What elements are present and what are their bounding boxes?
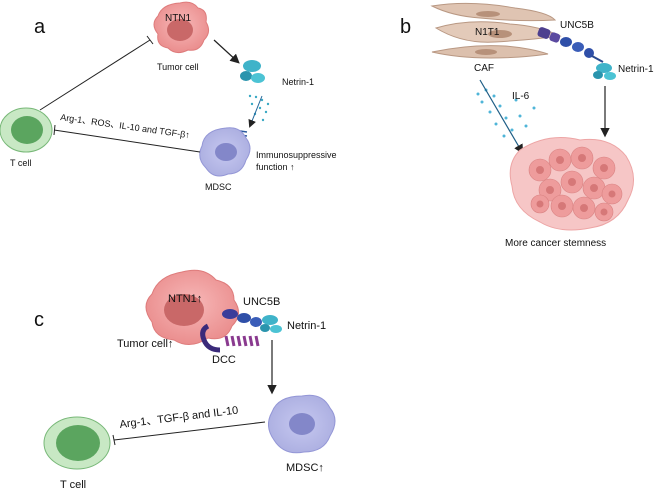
tumor-cell-label-a: Tumor cell [157, 62, 199, 72]
mdsc-c [268, 394, 336, 454]
netrin1-molecule-c [260, 315, 282, 333]
mdsc-label-a: MDSC [205, 182, 232, 192]
fibroblasts-b [430, 2, 562, 59]
netrin1-molecule-a [240, 60, 265, 83]
factors-label-a: Arg-1、ROS、IL-10 and TGF-β↑ [60, 112, 191, 140]
t-cell-label-a: T cell [10, 158, 31, 168]
dcc-receptor-c [200, 323, 260, 353]
netrin-dots-a [248, 94, 270, 122]
tumor-cell-label-c: Tumor cell↑ [117, 338, 173, 350]
inhibit-mdsc-to-tcell-a [53, 124, 201, 153]
il6-dots-b [476, 88, 536, 138]
netrin1-label-c: Netrin-1 [287, 320, 326, 332]
unc5b-label-b: UNC5B [560, 20, 594, 31]
panel-c-letter: c [34, 309, 44, 331]
t-cell-label-c: T cell [60, 479, 86, 491]
tumor-cell-a [153, 1, 210, 54]
ntn1-label-c: NTN1↑ [168, 293, 202, 305]
caf-label: CAF [474, 63, 494, 74]
n1t1-label: N1T1 [475, 27, 500, 38]
netrin1-label-b: Netrin-1 [618, 64, 654, 75]
unc5b-label-c: UNC5B [243, 296, 280, 308]
panel-c: c NTN1↑ Tumor cell↑ UNC5B DCC [34, 269, 336, 491]
immuno-line1-a: Immunosuppressive [256, 150, 337, 160]
arrow-tumor-to-netrin-a [213, 39, 240, 64]
immuno-line2-a: function ↑ [256, 162, 295, 172]
unc5b-receptor-c [222, 309, 262, 327]
stemness-label-b: More cancer stemness [505, 238, 606, 249]
il6-label-b: IL-6 [512, 91, 530, 102]
inhibit-mdsc-to-tcell-c [112, 421, 266, 446]
netrin1-molecule-b [593, 63, 616, 80]
ntn1-label-a: NTN1 [165, 13, 192, 24]
arrow-il6-to-tumor-b [479, 79, 524, 155]
mdsc-label-c: MDSC↑ [286, 462, 324, 474]
unc5b-receptor-b [537, 27, 604, 63]
tumor-mass-b [509, 137, 634, 231]
panel-b-letter: b [400, 16, 411, 38]
netrin1-label-a: Netrin-1 [282, 77, 314, 87]
inhibit-tumor-to-tcell-a [39, 35, 154, 111]
t-cell-a [0, 107, 53, 153]
dcc-label-c: DCC [212, 354, 236, 366]
mdsc-a [199, 127, 251, 177]
panel-a-letter: a [34, 16, 46, 38]
tumor-cell-c [145, 269, 239, 345]
arrow-netrin-to-mdsc-a [248, 95, 263, 128]
panel-b: b N1T1 CAF UNC5B Netrin-1 [400, 2, 654, 249]
panel-a: a NTN1 Tumor cell Netrin-1 [0, 1, 337, 192]
t-cell-c [43, 416, 111, 470]
